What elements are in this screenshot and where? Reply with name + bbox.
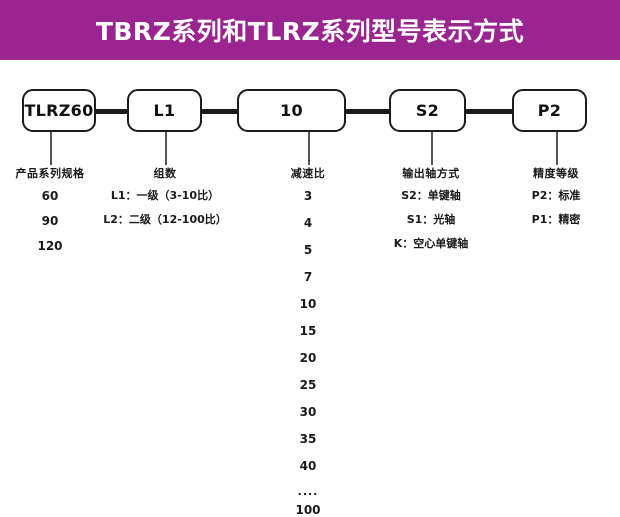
column-item: 7 (303, 270, 313, 284)
column-header-precision: 精度等级 (533, 167, 579, 180)
column-item: K：空心单键轴 (393, 237, 469, 250)
code-box-output-shaft[interactable]: S2 (389, 89, 466, 132)
column-header-ratio: 减速比 (290, 167, 326, 180)
leader-line-stage (165, 132, 167, 165)
column-item: 30 (299, 405, 317, 419)
column-item: 40 (299, 459, 317, 473)
column-header-stage: 组数 (153, 167, 177, 180)
leader-line-output-shaft (431, 132, 433, 165)
column-item: 100 (295, 503, 321, 517)
connector-bar-1 (95, 109, 128, 114)
column-item: 10 (299, 297, 317, 311)
code-box-precision[interactable]: P2 (512, 89, 587, 132)
title-banner: TBRZ系列和TLRZ系列型号表示方式 (0, 0, 620, 60)
model-designation-diagram: TLRZ60 L1 10 S2 P2 产品系列规格 60 90 120 组数 L… (0, 60, 620, 516)
column-item: S2：单键轴 (401, 189, 461, 202)
column-item: 20 (299, 351, 317, 365)
description-column-output-shaft: 输出轴方式 S2：单键轴 S1：光轴 K：空心单键轴 (371, 165, 491, 249)
column-item: P2：标准 (531, 189, 581, 202)
column-item: 5 (303, 243, 313, 257)
column-item: P1：精密 (531, 213, 581, 226)
code-box-ratio[interactable]: 10 (237, 89, 346, 132)
leader-line-series (50, 132, 52, 165)
column-item-ellipsis: .... (297, 485, 319, 498)
leader-line-ratio (308, 132, 310, 165)
description-column-ratio: 减速比 3 4 5 7 10 15 20 25 30 35 40 .... 10… (258, 165, 358, 516)
leader-line-precision (556, 132, 558, 165)
column-item: 120 (37, 239, 63, 253)
column-item: 60 (41, 189, 59, 203)
connector-bar-4 (465, 109, 513, 114)
column-item: 35 (299, 432, 317, 446)
column-item: L2：二级（12-100比） (103, 213, 227, 226)
description-column-series: 产品系列规格 60 90 120 (0, 165, 100, 252)
column-header-output-shaft: 输出轴方式 (402, 167, 460, 180)
column-header-series: 产品系列规格 (15, 167, 85, 180)
code-box-stage[interactable]: L1 (127, 89, 202, 132)
column-item: 90 (41, 214, 59, 228)
description-column-precision: 精度等级 P2：标准 P1：精密 (506, 165, 606, 225)
connector-bar-2 (201, 109, 238, 114)
column-item: S1：光轴 (406, 213, 456, 226)
code-box-series[interactable]: TLRZ60 (22, 89, 96, 132)
connector-bar-3 (345, 109, 390, 114)
column-item: 15 (299, 324, 317, 338)
column-item: 4 (303, 216, 313, 230)
page-title: TBRZ系列和TLRZ系列型号表示方式 (95, 17, 525, 46)
column-item: L1：一级（3-10比） (110, 189, 220, 202)
column-item: 25 (299, 378, 317, 392)
column-item: 3 (303, 189, 313, 203)
description-column-stage: 组数 L1：一级（3-10比） L2：二级（12-100比） (85, 165, 245, 225)
